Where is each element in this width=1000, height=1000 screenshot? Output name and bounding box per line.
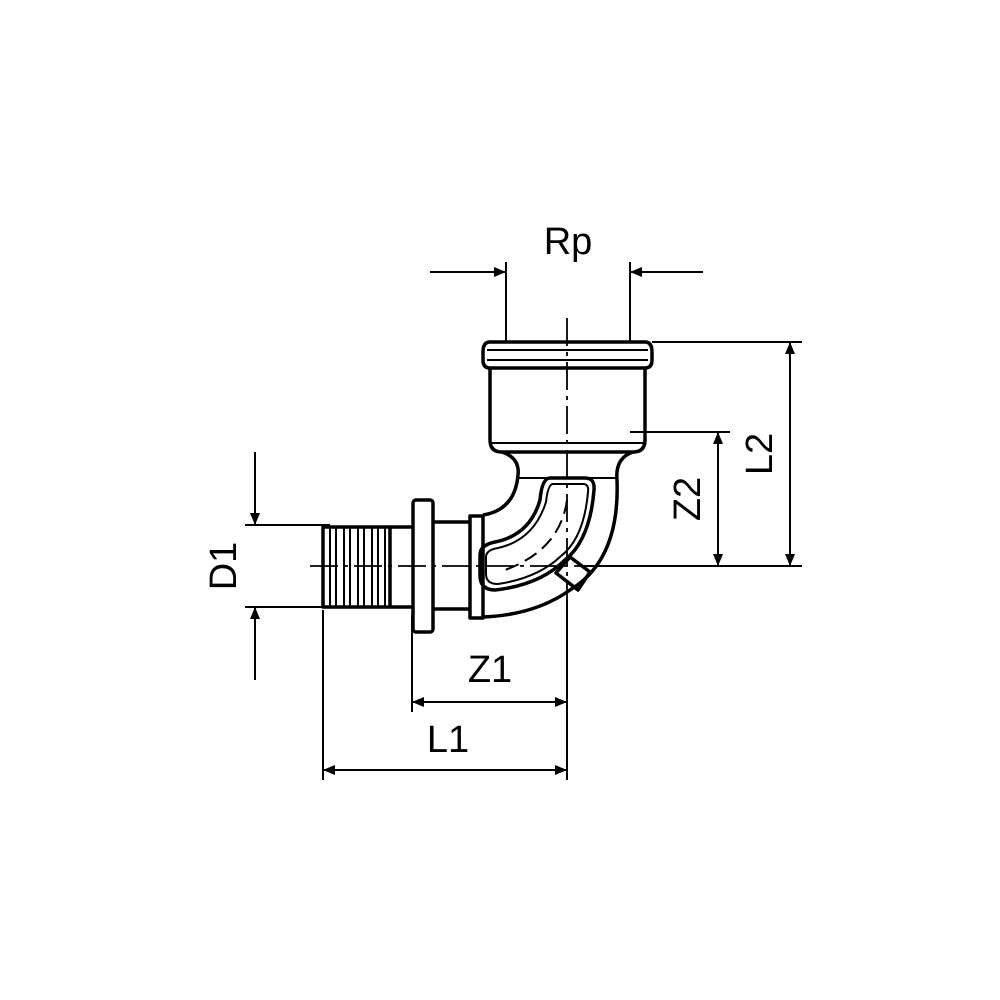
dimension-z1: Z1: [411, 600, 568, 780]
dimension-z2: Z2: [630, 431, 730, 566]
dimension-label-d1: D1: [203, 542, 245, 591]
threaded-insert: [321, 525, 392, 609]
dimension-label-l1: L1: [427, 719, 469, 761]
dimension-label-z1: Z1: [468, 649, 512, 691]
dimension-label-rp: Rp: [544, 221, 593, 263]
dimension-l1: L1: [322, 610, 567, 780]
dimension-l2: L2: [580, 341, 802, 567]
dimension-label-z2: Z2: [667, 477, 709, 521]
dimension-label-l2: L2: [739, 433, 781, 475]
dimension-d1: D1: [203, 452, 330, 680]
dimension-rp: Rp: [430, 221, 703, 342]
elbow-fitting: [321, 340, 654, 634]
